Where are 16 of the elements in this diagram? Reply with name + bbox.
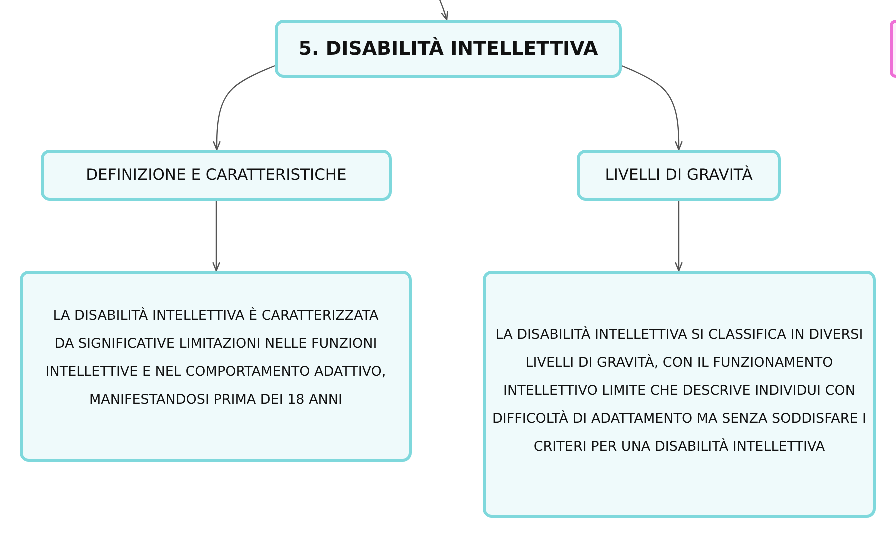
- node-text: LIVELLI DI GRAVITÀ: [605, 165, 753, 186]
- title-text: 5. DISABILITÀ INTELLETTIVA: [298, 36, 598, 62]
- topic-box: [41, 150, 392, 201]
- arrow: [439, 0, 448, 21]
- arrow: [213, 65, 276, 151]
- node-text: LA DISABILITÀ INTELLETTIVA SI CLASSIFICA IN DIVERSI LIVELLI DI GRAVITÀ, CON IL FUNZIONAMENTO INTELLETTIVO LIMITE CHE DESCRIVE INDIVIDUI CON DIFFICOLTÀ DI ADATTAMENTO MA SENZA SODDISFARE I CRITERI PER UNA DISABILITÀ INTELLETTIVA: [492, 326, 867, 456]
- box-shape: [890, 20, 896, 78]
- node-text: DEFINIZIONE E CARATTERISTICHE: [86, 165, 347, 186]
- topic-box: [577, 150, 781, 201]
- title-box: [275, 20, 622, 78]
- text-box: [483, 271, 876, 518]
- arrow: [622, 65, 683, 151]
- arrow: [675, 201, 683, 272]
- arrow: [212, 201, 220, 272]
- node-text: LA DISABILITÀ INTELLETTIVA È CARATTERIZZATA DA SIGNIFICATIVE LIMITAZIONI NELLE FUNZIONI INTELLETTIVE E NEL COMPORTAMENTO ADATTIVO, MANIFESTANDOSI PRIMA DEI 18 ANNI: [45, 306, 387, 410]
- text-box: [20, 271, 412, 462]
